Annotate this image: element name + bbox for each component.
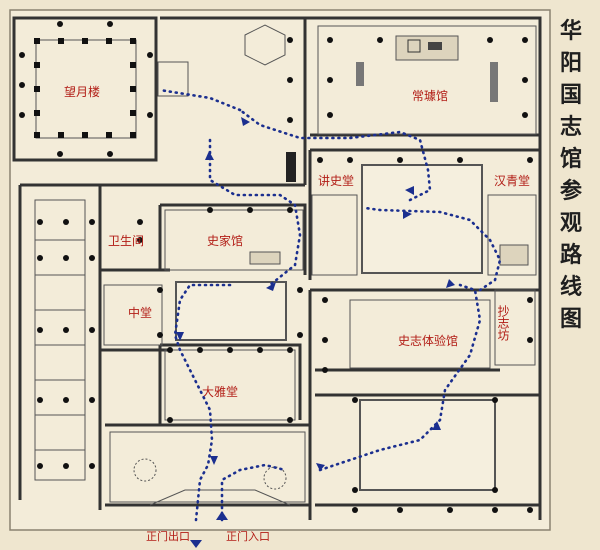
west-wing — [34, 199, 86, 481]
route-arrows — [176, 117, 455, 548]
route-arrow — [446, 279, 455, 288]
room-label-jiangshitang: 讲史堂 — [318, 173, 354, 188]
pillars — [157, 37, 533, 513]
route-arrow — [176, 332, 184, 341]
room-label-zhongtang: 中堂 — [128, 305, 152, 320]
building-walls — [18, 16, 542, 520]
visit-route — [158, 88, 502, 522]
title-char: 志 — [560, 114, 582, 140]
title-char: 线 — [560, 274, 582, 300]
route-arrow — [432, 421, 441, 430]
wall-block — [286, 152, 296, 182]
changqu-hall — [317, 25, 537, 135]
room-label-shijiaguan: 史家馆 — [207, 233, 243, 248]
wangyuelou-building — [12, 16, 189, 162]
room-label-weishengjian: 卫生间 — [108, 234, 144, 248]
shizhi-tiyan-room — [349, 299, 491, 369]
middle-courtyard — [175, 281, 287, 341]
room-label-changqu: 常璩馆 — [412, 88, 448, 103]
zhongtang-room — [103, 284, 163, 346]
hanqingtang-room — [487, 194, 537, 276]
jiangshitang-room — [311, 194, 358, 276]
route-arrow — [241, 117, 250, 126]
title-char: 路 — [560, 242, 583, 268]
route-arrow — [405, 186, 414, 195]
map-title: 华 阳 国 志 馆 参 观 路 线 图 — [560, 18, 583, 332]
route-arrow — [210, 456, 218, 465]
title-char: 阳 — [560, 50, 582, 76]
route-arrow — [316, 463, 325, 471]
display-case — [499, 244, 529, 266]
south-courtyard — [359, 399, 496, 491]
gate-structure — [149, 489, 291, 506]
route-arrow — [216, 511, 228, 520]
route-arrow — [403, 210, 412, 219]
tree-right — [263, 466, 287, 490]
gate-label-entrance: 正门入口 — [226, 529, 270, 543]
room-label-dayatang: 大雅堂 — [202, 384, 238, 399]
chaozhifang-room — [494, 289, 536, 366]
title-char: 华 — [560, 18, 582, 44]
room-label-chaozhifang-1: 抄志坊 — [496, 305, 510, 341]
title-char: 观 — [560, 210, 582, 236]
west-wing-pillars — [37, 219, 143, 469]
title-char: 图 — [560, 306, 582, 332]
room-label-shizhitiyanguan: 史志体验馆 — [398, 333, 458, 348]
shijiaguan-room — [164, 209, 304, 271]
route-arrow — [190, 540, 202, 548]
title-char: 参 — [560, 178, 582, 204]
tree-left — [133, 458, 157, 482]
title-char: 国 — [560, 82, 582, 108]
exhibit-table — [249, 251, 281, 265]
entrance-yard — [109, 431, 306, 503]
route-arrow — [266, 282, 276, 291]
hexagon-pavilion — [244, 24, 286, 66]
title-char: 馆 — [560, 146, 582, 172]
route-arrow — [205, 151, 214, 160]
gate-label-exit: 正门出口 — [146, 529, 190, 543]
room-label-hanqingtang: 汉青堂 — [494, 174, 530, 188]
room-label-wangyuelou: 望月楼 — [64, 84, 100, 99]
